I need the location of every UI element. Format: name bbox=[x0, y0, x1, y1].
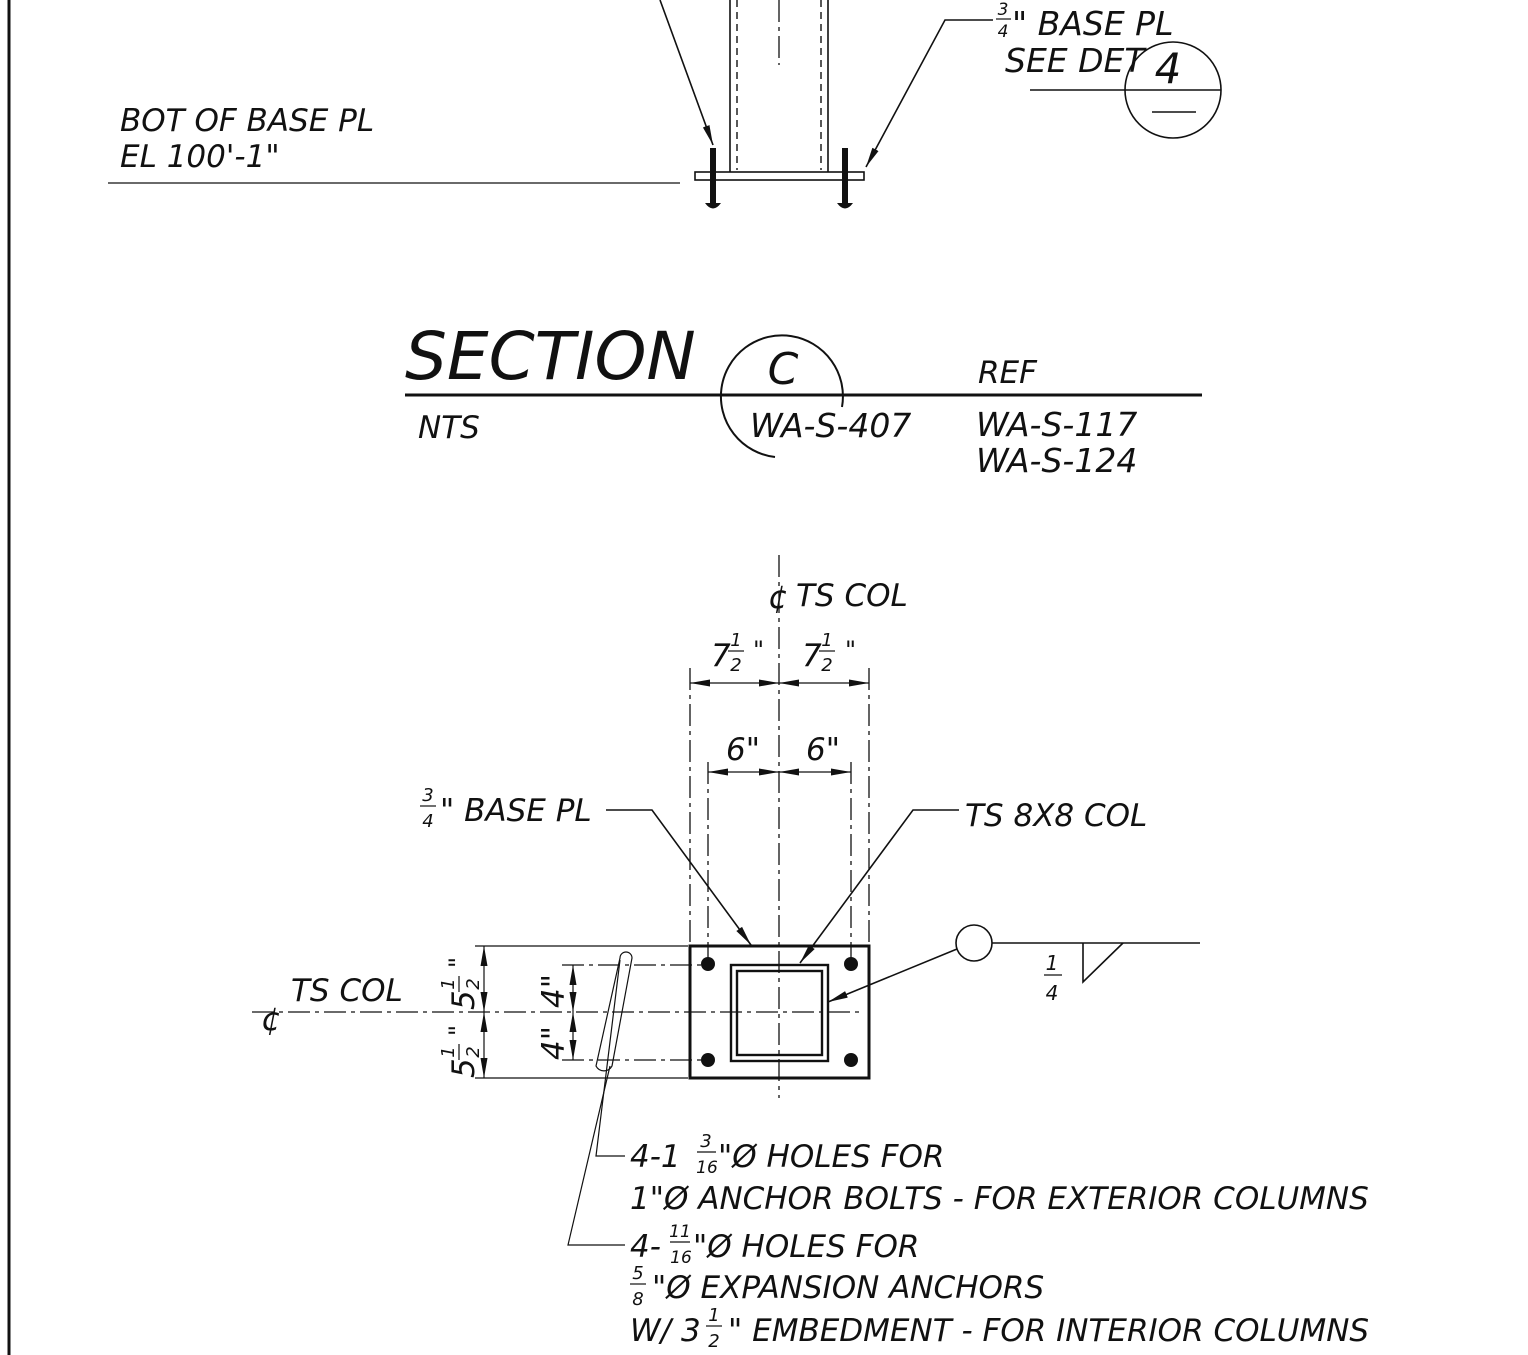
dim-top-inner-right: 6" bbox=[806, 732, 840, 768]
base-pl-label-text: " BASE PL bbox=[440, 793, 592, 829]
svg-text:": " bbox=[444, 957, 472, 968]
detail-bubble-number: 4 bbox=[1155, 44, 1182, 93]
svg-text:8: 8 bbox=[632, 1289, 643, 1310]
ref-label: REF bbox=[978, 355, 1038, 391]
ref-sheet-2: WA-S-124 bbox=[976, 441, 1137, 480]
anchor-hook bbox=[595, 951, 633, 1072]
svg-text:3: 3 bbox=[700, 1131, 711, 1152]
dim-top-outer-left: 7 1 2 " bbox=[711, 630, 764, 676]
svg-text:2: 2 bbox=[463, 1046, 484, 1057]
base-pl-callout-text: " BASE PL bbox=[1012, 4, 1173, 43]
dim-left-inner-bottom: 4" bbox=[536, 1026, 572, 1060]
note-int-line3: " EMBEDMENT - FOR INTERIOR COLUMNS bbox=[728, 1313, 1369, 1349]
note-interior-columns: 4- 11 16 "Ø HOLES FOR 5 8 "Ø EXPANSION A… bbox=[630, 1222, 1369, 1352]
centerline-label-vertical: ¢ TS COL bbox=[768, 578, 908, 616]
weld-size-fraction: 1 4 bbox=[1044, 951, 1062, 1005]
base-plate-elevation bbox=[694, 171, 865, 181]
centerline-text-vertical: TS COL bbox=[796, 578, 908, 614]
svg-text:": " bbox=[845, 636, 856, 664]
svg-text:1: 1 bbox=[821, 630, 832, 651]
column-label: TS 8X8 COL bbox=[965, 798, 1147, 834]
note-int-prefix: 4- bbox=[630, 1229, 661, 1265]
svg-text:1: 1 bbox=[438, 978, 459, 989]
svg-text:7: 7 bbox=[711, 638, 731, 674]
svg-text:1: 1 bbox=[1046, 951, 1059, 975]
elevation-note-line2: EL 100'-1" bbox=[120, 139, 280, 175]
base-plate-plan-detail bbox=[252, 555, 1200, 1246]
section-bubble bbox=[719, 334, 844, 458]
svg-text:7: 7 bbox=[802, 638, 822, 674]
section-scale: NTS bbox=[418, 410, 480, 446]
svg-text:11: 11 bbox=[669, 1222, 691, 1242]
svg-text:4: 4 bbox=[422, 811, 433, 832]
bolt-hole-br bbox=[844, 1053, 858, 1067]
svg-text:2: 2 bbox=[730, 655, 741, 676]
svg-text:3: 3 bbox=[422, 785, 433, 806]
note-int-suffix: "Ø HOLES FOR bbox=[693, 1229, 919, 1265]
fillet-weld-symbol bbox=[1082, 942, 1124, 984]
svg-text:5: 5 bbox=[632, 1263, 643, 1284]
note-exterior-columns: 4-1 3 16 "Ø HOLES FOR 1"Ø ANCHOR BOLTS -… bbox=[630, 1131, 1369, 1217]
dim-left-inner-top: 4" bbox=[536, 974, 572, 1008]
svg-text:": " bbox=[753, 636, 764, 664]
svg-text:4: 4 bbox=[1046, 981, 1059, 1005]
svg-text:16: 16 bbox=[696, 1158, 718, 1178]
detail-bubble-4: 4 bbox=[1030, 41, 1222, 139]
bolt-hole-tr bbox=[844, 957, 858, 971]
ts-column-outer bbox=[729, 963, 830, 1063]
centerline-symbol-horizontal: ¢ bbox=[261, 1000, 281, 1038]
note-ext-suffix: "Ø HOLES FOR bbox=[718, 1139, 944, 1175]
svg-text:1: 1 bbox=[438, 1046, 459, 1057]
dim-top-inner-left: 6" bbox=[726, 732, 760, 768]
svg-text:5: 5 bbox=[446, 990, 482, 1010]
fraction-numerator: 3 bbox=[998, 0, 1009, 20]
dim-left-outer-bottom: 5 1 2 " bbox=[438, 1025, 484, 1078]
note-ext-prefix: 4-1 bbox=[630, 1139, 681, 1175]
svg-text:1: 1 bbox=[708, 1305, 719, 1326]
svg-text:2: 2 bbox=[463, 978, 484, 989]
svg-text:2: 2 bbox=[708, 1331, 719, 1352]
svg-text:2: 2 bbox=[821, 655, 832, 676]
svg-text:1: 1 bbox=[730, 630, 741, 651]
see-det-text: SEE DET bbox=[1005, 41, 1147, 80]
elevation-note-line1: BOT OF BASE PL bbox=[120, 103, 374, 139]
bolt-hole-tl bbox=[701, 957, 715, 971]
svg-text:16: 16 bbox=[670, 1248, 692, 1268]
fraction-denominator: 4 bbox=[998, 22, 1009, 42]
section-bubble-sheet: WA-S-407 bbox=[750, 406, 911, 445]
note-int-line2: "Ø EXPANSION ANCHORS bbox=[652, 1270, 1044, 1306]
ts-column-inner bbox=[735, 969, 824, 1057]
svg-text:": " bbox=[444, 1025, 472, 1036]
section-title-block: SECTION NTS C WA-S-407 REF WA-S-117 WA-S… bbox=[405, 318, 1202, 480]
centerline-symbol-vertical: ¢ bbox=[768, 578, 788, 616]
bolt-hole-bl bbox=[701, 1053, 715, 1067]
weld-all-around-circle bbox=[955, 924, 993, 962]
svg-text:5: 5 bbox=[446, 1058, 482, 1078]
dim-left-outer-top: 5 1 2 " bbox=[438, 957, 484, 1010]
note-ext-line2: 1"Ø ANCHOR BOLTS - FOR EXTERIOR COLUMNS bbox=[630, 1181, 1369, 1217]
note-int-line3-prefix: W/ 3 bbox=[630, 1313, 701, 1349]
section-title: SECTION bbox=[405, 318, 696, 395]
dim-top-outer-right: 7 1 2 " bbox=[802, 630, 856, 676]
section-bubble-letter: C bbox=[768, 344, 799, 395]
base-plate-plan bbox=[688, 944, 871, 1080]
centerline-text-horizontal: TS COL bbox=[291, 973, 403, 1009]
base-pl-callout-top: 3 4 " BASE PL SEE DET bbox=[996, 0, 1173, 80]
ref-sheet-1: WA-S-117 bbox=[976, 405, 1137, 444]
centerline-label-horizontal: ¢ TS COL bbox=[261, 973, 403, 1038]
base-pl-label-plan: 3 4 " BASE PL bbox=[420, 785, 592, 832]
column-elevation-detail bbox=[108, 0, 993, 209]
